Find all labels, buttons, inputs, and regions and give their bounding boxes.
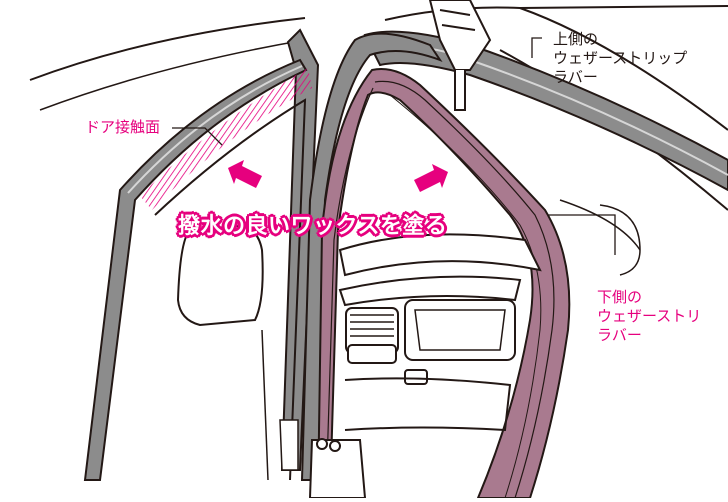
label-lower-strip-3: ラバー bbox=[597, 326, 642, 344]
label-lower-strip-2: ウェザーストリ bbox=[597, 307, 702, 325]
label-upper-strip-1: 上側の bbox=[553, 30, 599, 48]
rearview-mirror bbox=[428, 0, 492, 111]
lower-weatherstrip-rubber bbox=[316, 68, 571, 499]
label-upper-strip-2: ウェザーストリップ bbox=[553, 49, 688, 67]
open-door bbox=[0, 17, 320, 498]
instruction-banner: 撥水の良いワックスを塗る bbox=[178, 208, 447, 240]
label-door-contact: ドア接触面 bbox=[85, 118, 161, 136]
dashboard bbox=[338, 233, 542, 432]
door-opening-frame bbox=[300, 32, 443, 481]
label-lower-strip-1: 下側の bbox=[597, 288, 643, 306]
instruction-text: 撥水の良いワックスを塗る bbox=[178, 214, 448, 239]
label-upper-strip-3: ラバー bbox=[553, 68, 598, 86]
arrow-right-icon bbox=[414, 164, 448, 192]
lower-interior bbox=[308, 438, 367, 499]
arrow-left-icon bbox=[228, 160, 262, 188]
leader-lines bbox=[172, 37, 616, 255]
